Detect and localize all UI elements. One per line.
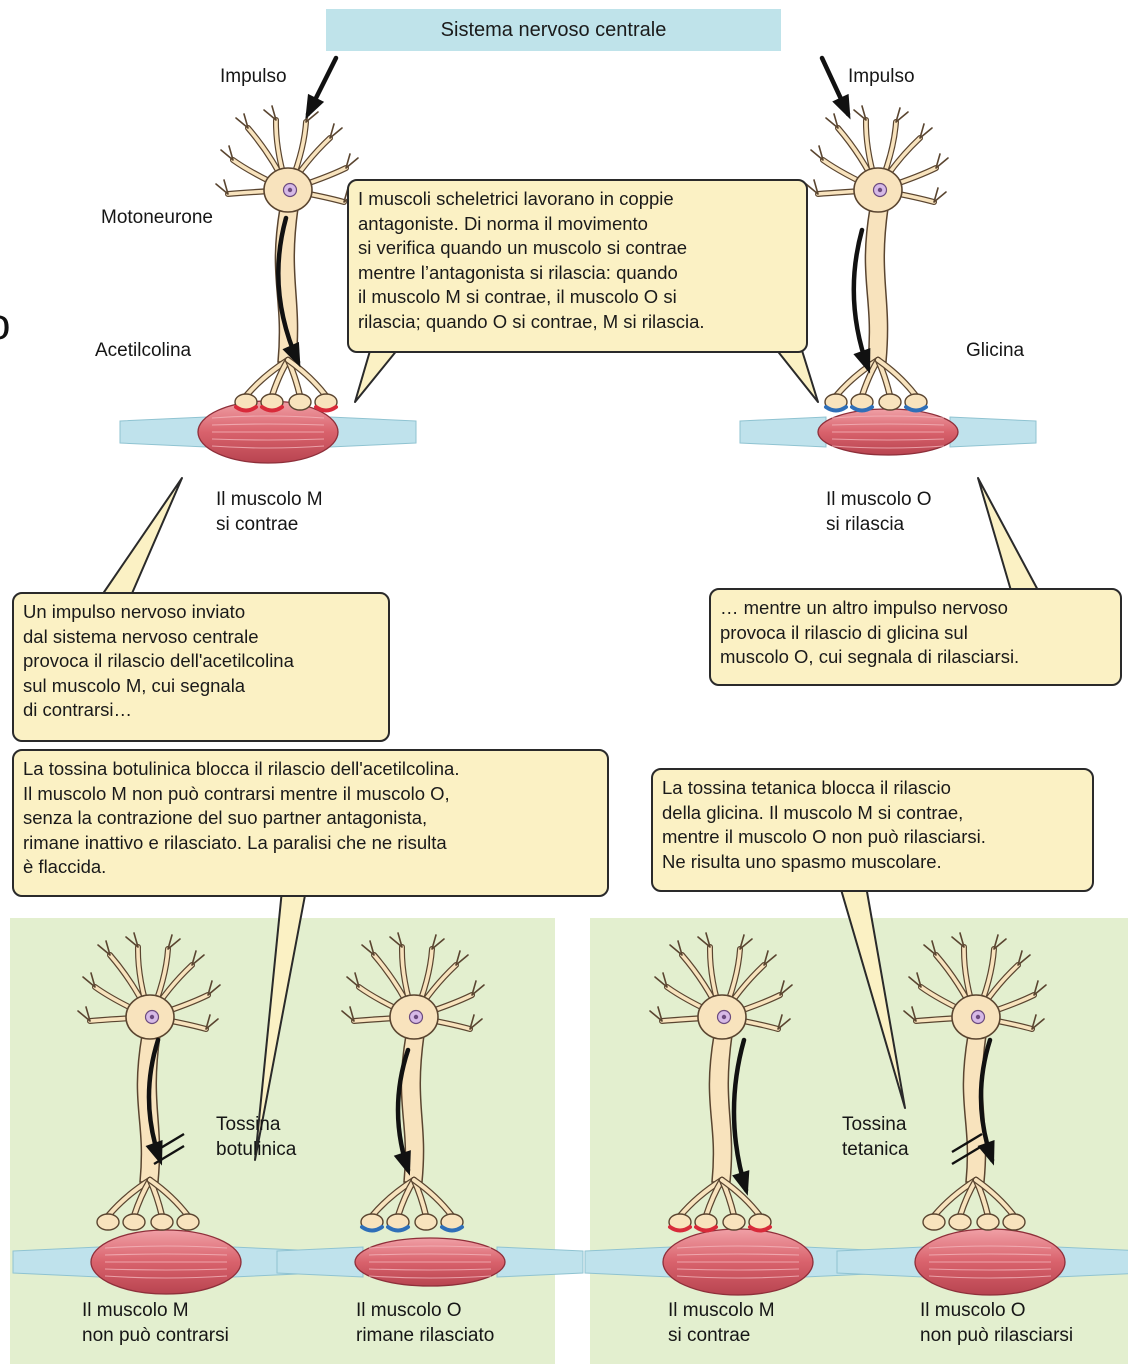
- botulinum-toxin-label: Tossina botulinica: [216, 1112, 296, 1162]
- muscle-m-contracts-bottom-label: Il muscolo M si contrae: [668, 1298, 775, 1348]
- muscle-o-stays-relaxed-label: Il muscolo O rimane rilasciato: [356, 1298, 494, 1348]
- muscle-m-cannot-contract-label: Il muscolo M non può contrarsi: [82, 1298, 229, 1348]
- cns-header: Sistema nervoso centrale: [326, 9, 781, 51]
- impulse-arrow-right: [822, 58, 851, 119]
- tetanus-toxin-label: Tossina tetanica: [842, 1112, 909, 1162]
- motoneuron-m-top: [216, 106, 358, 411]
- motoneuron-label: Motoneurone: [101, 205, 213, 230]
- muscle-o-top: [740, 409, 1036, 455]
- antagonist-pairs-note: I muscoli scheletrici lavorano in coppie…: [347, 179, 808, 353]
- glycine-label: Glicina: [966, 338, 1024, 363]
- botulinum-toxin-note: La tossina botulinica blocca il rilascio…: [12, 749, 609, 897]
- motoneuron-o-top: [806, 106, 948, 411]
- impulse-arrow-left: [305, 58, 336, 119]
- acetylcholine-impulse-note: Un impulso nervoso inviato dal sistema n…: [12, 592, 390, 742]
- impulse-m-pointer: [100, 478, 182, 598]
- impulse-label-left: Impulso: [220, 64, 287, 89]
- muscle-o-relaxes-label: Il muscolo O si rilascia: [826, 487, 932, 537]
- acetylcholine-label: Acetilcolina: [95, 338, 191, 363]
- muscle-o-cannot-relax-label: Il muscolo O non può rilasciarsi: [920, 1298, 1073, 1348]
- cropped-glyph: o: [0, 303, 10, 355]
- impulse-label-right: Impulso: [848, 64, 915, 89]
- muscle-m-contracts-label: Il muscolo M si contrae: [216, 487, 323, 537]
- impulse-o-pointer: [978, 478, 1040, 594]
- glycine-impulse-note: … mentre un altro impulso nervoso provoc…: [709, 588, 1122, 686]
- tetanus-toxin-note: La tossina tetanica blocca il rilascio d…: [651, 768, 1094, 892]
